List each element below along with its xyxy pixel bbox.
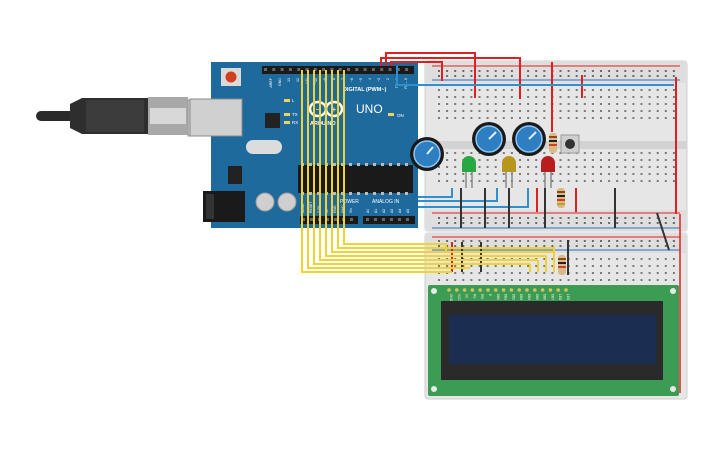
lcd-pin-label: VCC	[457, 294, 461, 301]
lcd-pin[interactable]	[486, 288, 490, 292]
lcd-pin[interactable]	[462, 288, 467, 292]
wires	[301, 52, 681, 393]
wire-blue	[418, 188, 529, 208]
analog-label: ANALOG IN	[372, 199, 400, 205]
green-led	[462, 156, 476, 188]
lcd-pin[interactable]	[509, 288, 514, 292]
lcd-pin-label: RW	[480, 294, 484, 299]
wire-yellow	[325, 70, 546, 257]
potentiometer-2[interactable]	[472, 122, 506, 156]
svg-text:−: −	[316, 105, 321, 114]
resistor	[557, 188, 565, 208]
svg-text:+: +	[332, 105, 337, 114]
arduino-uno-board: − + UNO ARDUINO DIGITAL (PWM~) POWER ANA…	[189, 62, 418, 228]
pin-label: 13	[287, 78, 291, 82]
lcd-pin-label: DB3	[519, 294, 523, 300]
lcd-pin[interactable]	[564, 288, 568, 292]
l-label: L	[292, 98, 295, 103]
lcd-pin[interactable]	[517, 288, 521, 292]
wire-yellow	[307, 70, 470, 269]
pin-label: Vin	[349, 208, 353, 213]
usb-port	[189, 98, 243, 137]
wire-red	[385, 52, 476, 98]
pin-label: GND	[278, 78, 282, 86]
pin-label: AREF	[269, 77, 273, 87]
pushbutton[interactable]	[560, 134, 580, 154]
pin-label: 8	[332, 78, 336, 80]
lcd-pin[interactable]	[548, 288, 553, 292]
wire-red	[390, 61, 443, 81]
pin-label: A0	[366, 209, 370, 213]
pin-label: A1	[374, 209, 378, 213]
pin-label: A2	[382, 209, 386, 213]
pin-label: 2	[386, 78, 390, 80]
atmega-chip	[298, 165, 413, 193]
pin-label: ~6	[350, 78, 354, 82]
pin-label: ~10	[314, 78, 318, 84]
pin-label: RX←0	[404, 78, 408, 89]
pin-label: ~3	[377, 78, 381, 82]
resistor	[558, 255, 566, 275]
potentiometer-3[interactable]	[512, 122, 546, 156]
resistor	[549, 133, 557, 153]
on-label: ON	[397, 113, 404, 118]
pin-label: 12	[296, 78, 300, 82]
wire-blue	[418, 188, 453, 198]
potentiometer-1[interactable]	[410, 137, 444, 171]
power-label: POWER	[340, 199, 359, 205]
wire-yellow	[331, 70, 554, 253]
lcd-screen	[449, 315, 656, 364]
lcd-pin-label: DB1	[504, 294, 508, 300]
pin-label: 4	[368, 78, 372, 80]
pin-label: A3	[390, 209, 394, 213]
lcd-pin-label: DB5	[535, 294, 539, 300]
pin-label: A5	[406, 209, 410, 213]
lcd-pin-label: DB4	[527, 294, 531, 300]
pin-label: A4	[398, 209, 402, 213]
wire-yellow	[343, 70, 447, 252]
lcd-pin[interactable]	[447, 288, 451, 292]
lcd-pin[interactable]	[501, 288, 506, 292]
digital-label: DIGITAL (PWM~)	[343, 87, 387, 93]
tx-label: TX	[292, 112, 298, 117]
lcd-pin-label: DB7	[550, 294, 554, 300]
lcd-pin[interactable]	[478, 288, 483, 292]
lcd-pin-label: V0	[465, 294, 469, 298]
lcd-pin[interactable]	[470, 288, 475, 292]
pin-label: RESET	[309, 202, 313, 213]
lcd-pin[interactable]	[533, 288, 537, 292]
wire-yellow	[313, 70, 530, 265]
lcd-pin[interactable]	[455, 288, 459, 292]
lcd-pin-label: DB6	[543, 294, 547, 300]
lcd-pin-label: E	[488, 294, 492, 296]
lcd-pin[interactable]	[540, 288, 545, 292]
board-name: UNO	[356, 102, 383, 116]
wire-yellow	[301, 70, 452, 273]
pin-label: GND	[333, 205, 337, 213]
wire-blue	[396, 66, 674, 86]
wire-yellow	[319, 70, 538, 261]
lcd-pin[interactable]	[494, 288, 498, 292]
lcd-pin-label: GND	[449, 294, 453, 302]
analog-header[interactable]	[363, 216, 415, 224]
lcd-pin-label: DB2	[511, 294, 515, 300]
board-brand: ARDUINO	[310, 121, 336, 127]
rx-label: RX	[292, 120, 298, 125]
lcd-pin-label: LED	[558, 294, 562, 301]
lcd-pin-label: DB0	[496, 294, 500, 300]
lcd-pin-label: RS	[472, 294, 476, 298]
yellow-led	[502, 156, 516, 188]
pin-label: ~5	[359, 78, 363, 82]
wire-red	[380, 57, 521, 99]
red-led	[541, 156, 555, 188]
wire-blue	[418, 188, 498, 202]
lcd-pin-label: LED	[566, 294, 570, 301]
lcd-pin[interactable]	[556, 288, 560, 292]
lcd-pin[interactable]	[525, 288, 529, 292]
wire-black	[656, 212, 670, 251]
